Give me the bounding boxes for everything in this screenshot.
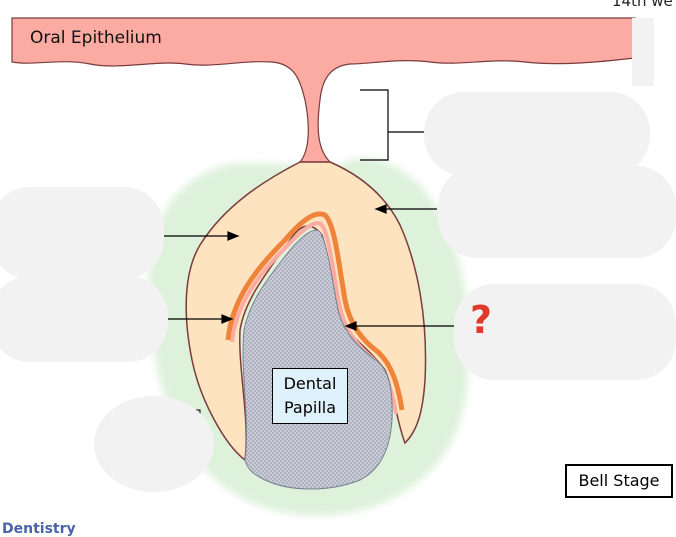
corner-text: 14th we xyxy=(612,0,673,10)
answer-cover-inner-layer[interactable] xyxy=(454,284,676,380)
question-mark: ? xyxy=(470,298,493,342)
answer-cover-lamina[interactable] xyxy=(424,92,650,176)
footer-text: Dentistry xyxy=(2,521,76,537)
oral-epithelium-label: Oral Epithelium xyxy=(30,28,162,48)
stage-label: Bell Stage xyxy=(565,464,673,498)
pointer-arrows xyxy=(164,204,455,331)
answer-cover-outer-epithelium[interactable] xyxy=(438,166,676,258)
dental-lamina-bracket xyxy=(360,89,425,161)
inner-enamel-epithelium xyxy=(225,211,405,411)
dental-papilla xyxy=(242,229,393,490)
answer-covers xyxy=(0,92,676,492)
dental-papilla-label: Dental Papilla xyxy=(272,368,348,424)
enamel-organ xyxy=(185,161,427,462)
answer-cover-bottom-left[interactable] xyxy=(94,396,214,492)
answer-cover-intermedium[interactable] xyxy=(0,276,168,362)
dental-papilla-label-line-2: Papilla xyxy=(283,398,337,417)
answer-cover-stellate[interactable] xyxy=(0,187,164,279)
dental-papilla-label-line-1: Dental xyxy=(283,374,337,393)
